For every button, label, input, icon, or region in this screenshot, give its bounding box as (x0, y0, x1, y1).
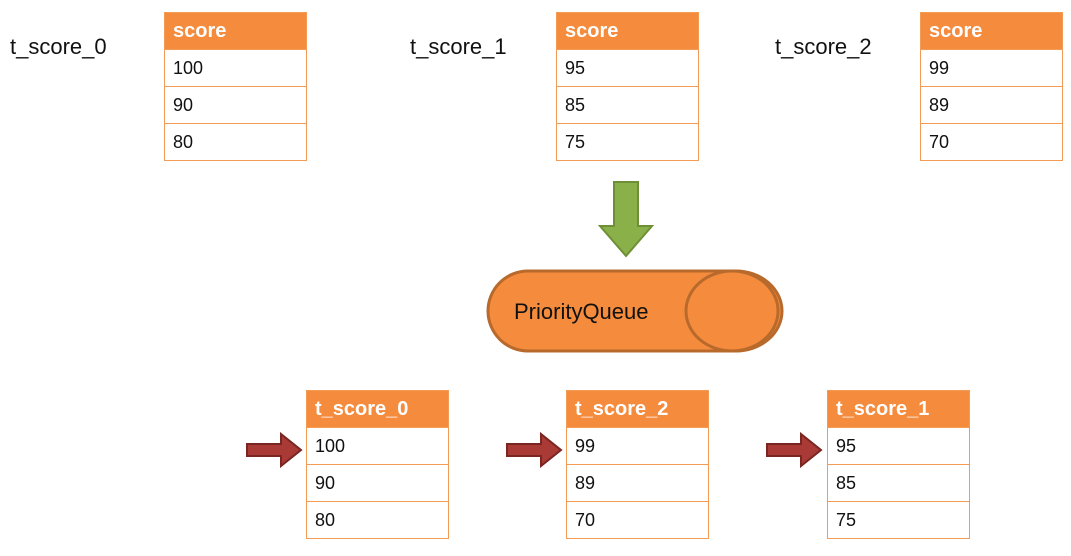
table-cell: 75 (556, 123, 699, 161)
table-cell: 75 (827, 501, 970, 539)
table-cell: 100 (306, 427, 449, 465)
table-cell: 80 (306, 501, 449, 539)
table-cell: 90 (164, 86, 307, 124)
pointer-arrow-icon (506, 432, 563, 468)
source-label-0: t_score_0 (10, 34, 107, 59)
table-header: t_score_1 (827, 390, 970, 428)
table-cell: 89 (920, 86, 1063, 124)
result-table-2: t_score_1 95 85 75 (827, 390, 970, 539)
pointer-arrow-icon (246, 432, 303, 468)
source-table-2: score 99 89 70 (920, 12, 1063, 161)
table-cell: 80 (164, 123, 307, 161)
table-header: t_score_0 (306, 390, 449, 428)
table-cell: 90 (306, 464, 449, 502)
source-label-1: t_score_1 (410, 34, 507, 59)
table-header: score (164, 12, 307, 50)
table-cell: 89 (566, 464, 709, 502)
table-cell: 99 (566, 427, 709, 465)
table-cell: 70 (566, 501, 709, 539)
table-cell: 85 (827, 464, 970, 502)
table-cell: 95 (556, 49, 699, 87)
priority-queue-label: PriorityQueue (514, 299, 649, 324)
table-cell: 100 (164, 49, 307, 87)
table-header: score (920, 12, 1063, 50)
table-header: score (556, 12, 699, 50)
table-cell: 70 (920, 123, 1063, 161)
source-label-2: t_score_2 (775, 34, 872, 59)
pointer-arrow-icon (766, 432, 823, 468)
table-cell: 85 (556, 86, 699, 124)
table-cell: 99 (920, 49, 1063, 87)
source-table-0: score 100 90 80 (164, 12, 307, 161)
result-table-1: t_score_2 99 89 70 (566, 390, 709, 539)
result-table-0: t_score_0 100 90 80 (306, 390, 449, 539)
table-header: t_score_2 (566, 390, 709, 428)
priority-queue-cylinder: PriorityQueue (486, 269, 784, 353)
down-arrow-icon (597, 181, 655, 258)
source-table-1: score 95 85 75 (556, 12, 699, 161)
table-cell: 95 (827, 427, 970, 465)
